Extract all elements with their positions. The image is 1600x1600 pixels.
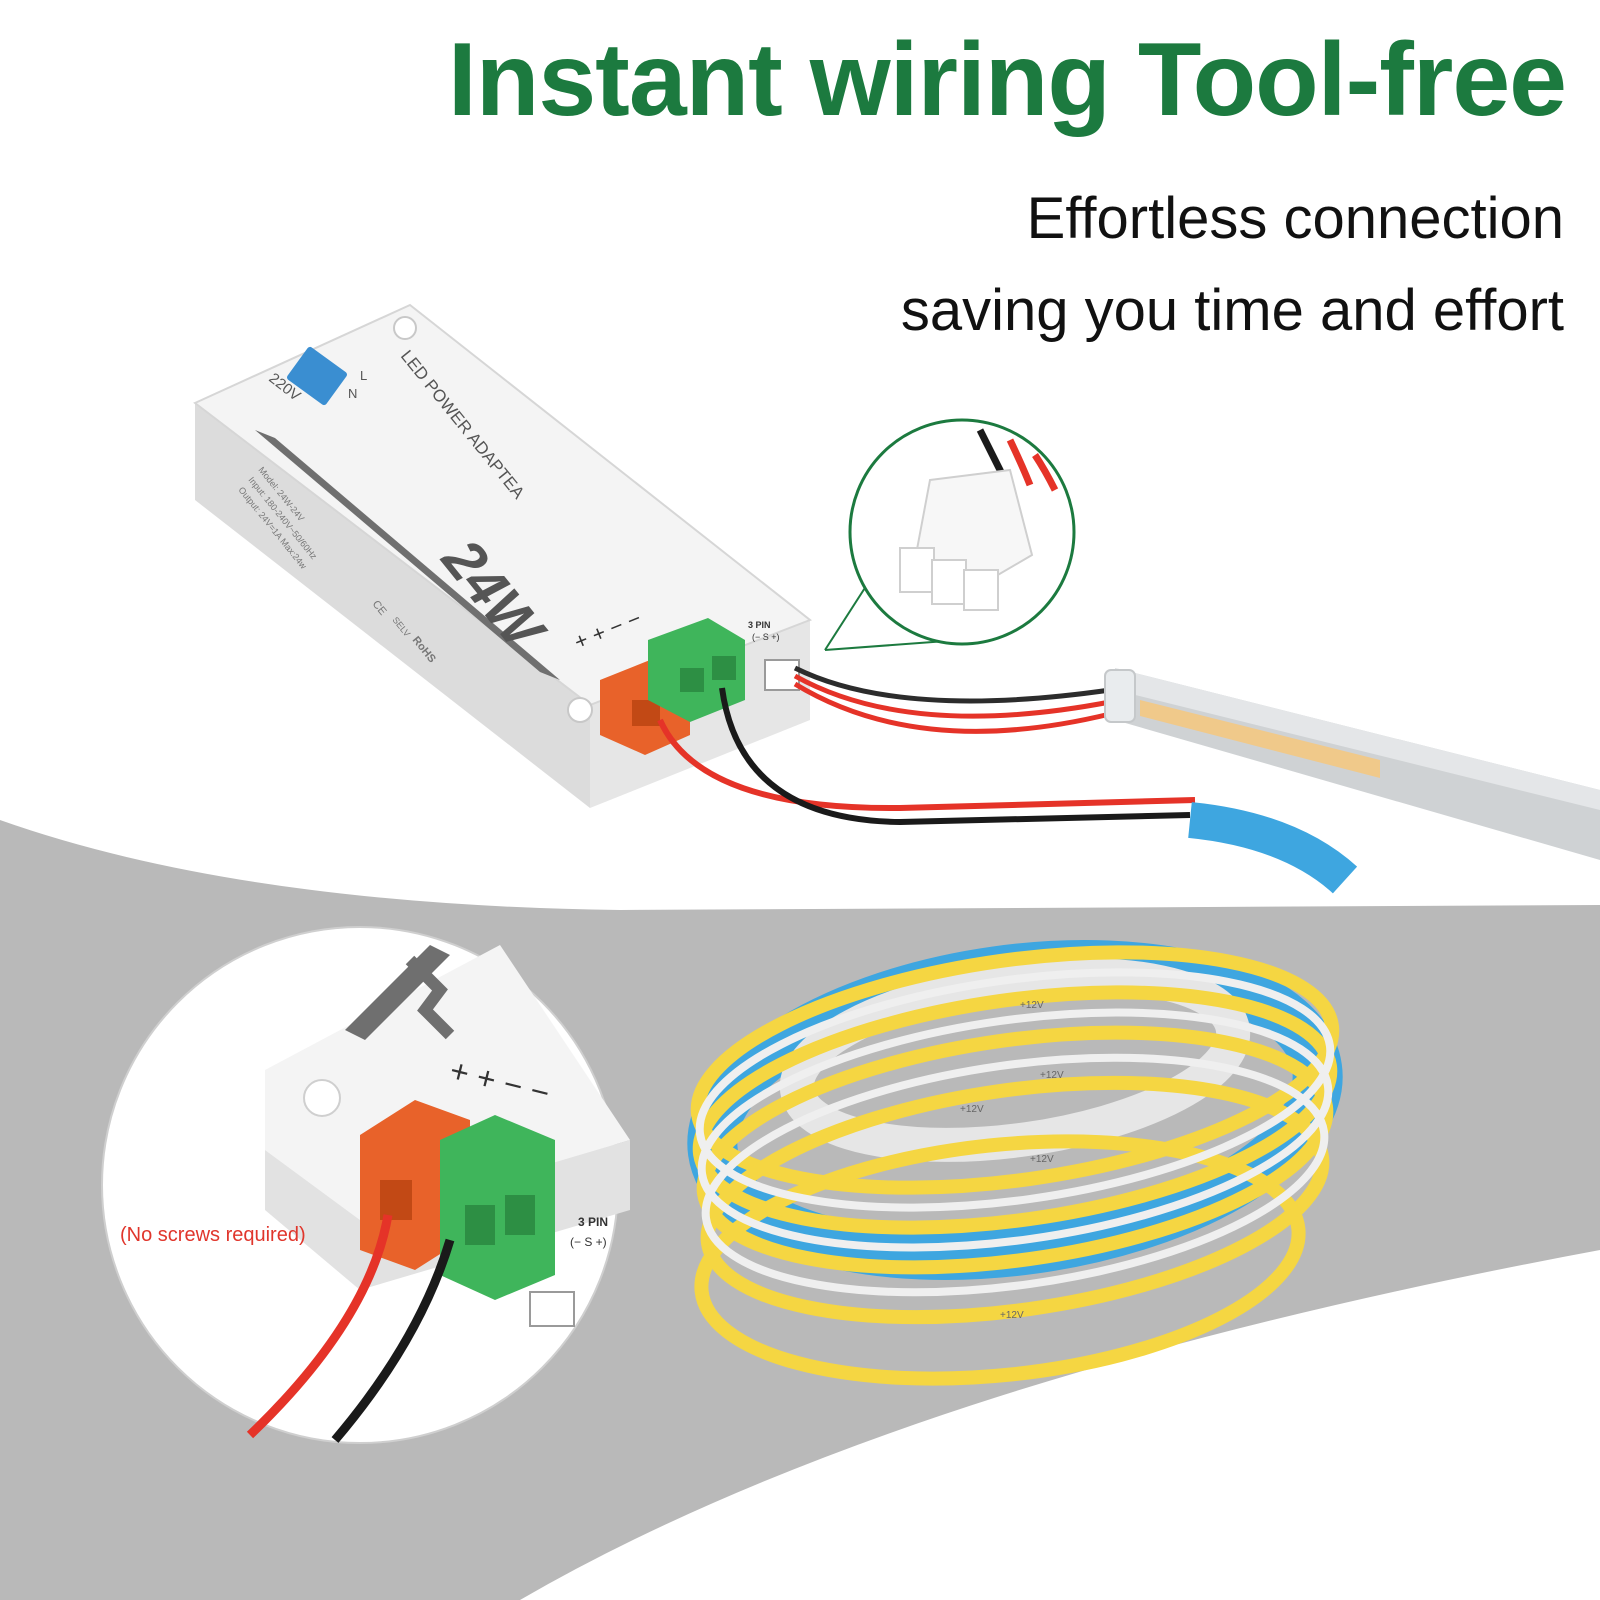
zoom-pointer bbox=[824, 579, 871, 651]
switch-n-label: N bbox=[348, 386, 357, 401]
port-signs: (− S +) bbox=[752, 632, 780, 642]
led-strip-reel: +12V +12V +12V +12V +12V bbox=[687, 802, 1358, 1386]
connector-zoom bbox=[848, 418, 1076, 646]
black-wire bbox=[719, 687, 1191, 826]
three-pin-port[interactable] bbox=[764, 659, 800, 691]
power-adapter: 220V L N LED POWER ADAPTEA Model: 24W-24… bbox=[193, 303, 812, 808]
mount-hole bbox=[567, 697, 593, 723]
connector-cable bbox=[793, 665, 1111, 704]
callout-port-label: 3 PIN bbox=[578, 1215, 608, 1229]
terminal-zoom: + + − − 3 PIN (− S +) bbox=[101, 926, 630, 1444]
callout-three-pin-port[interactable] bbox=[529, 1291, 575, 1327]
port-label: 3 PIN bbox=[748, 620, 771, 630]
subheadline-line-2: saving you time and effort bbox=[900, 278, 1564, 343]
switch-l-label: L bbox=[360, 368, 367, 383]
strip-marking: +12V bbox=[1040, 1070, 1064, 1081]
voltage-switch[interactable] bbox=[286, 346, 348, 407]
callout-port-signs: (− S +) bbox=[570, 1235, 607, 1249]
strip-marking: +12V bbox=[1000, 1310, 1024, 1321]
connector-cable bbox=[793, 681, 1111, 734]
connector-cable bbox=[793, 673, 1111, 719]
adapter-grey-stripe bbox=[255, 430, 560, 680]
no-screws-note: (No screws required) bbox=[120, 1224, 306, 1246]
strip-marking: +12V bbox=[1020, 1000, 1044, 1011]
mount-hole bbox=[393, 316, 417, 340]
callout-green-terminal[interactable] bbox=[440, 1115, 555, 1300]
adapter-top bbox=[193, 303, 812, 707]
strip-marking: +12V bbox=[1030, 1154, 1054, 1165]
background-white-band bbox=[520, 1250, 1600, 1600]
strip-marking: +12V bbox=[960, 1104, 984, 1115]
subheadline-line-1: Effortless connection bbox=[1026, 186, 1564, 251]
headline: Instant wiring Tool-free bbox=[447, 22, 1567, 138]
red-wire bbox=[657, 718, 1196, 812]
aluminium-profile bbox=[1104, 668, 1600, 860]
adapter-side bbox=[195, 403, 590, 808]
